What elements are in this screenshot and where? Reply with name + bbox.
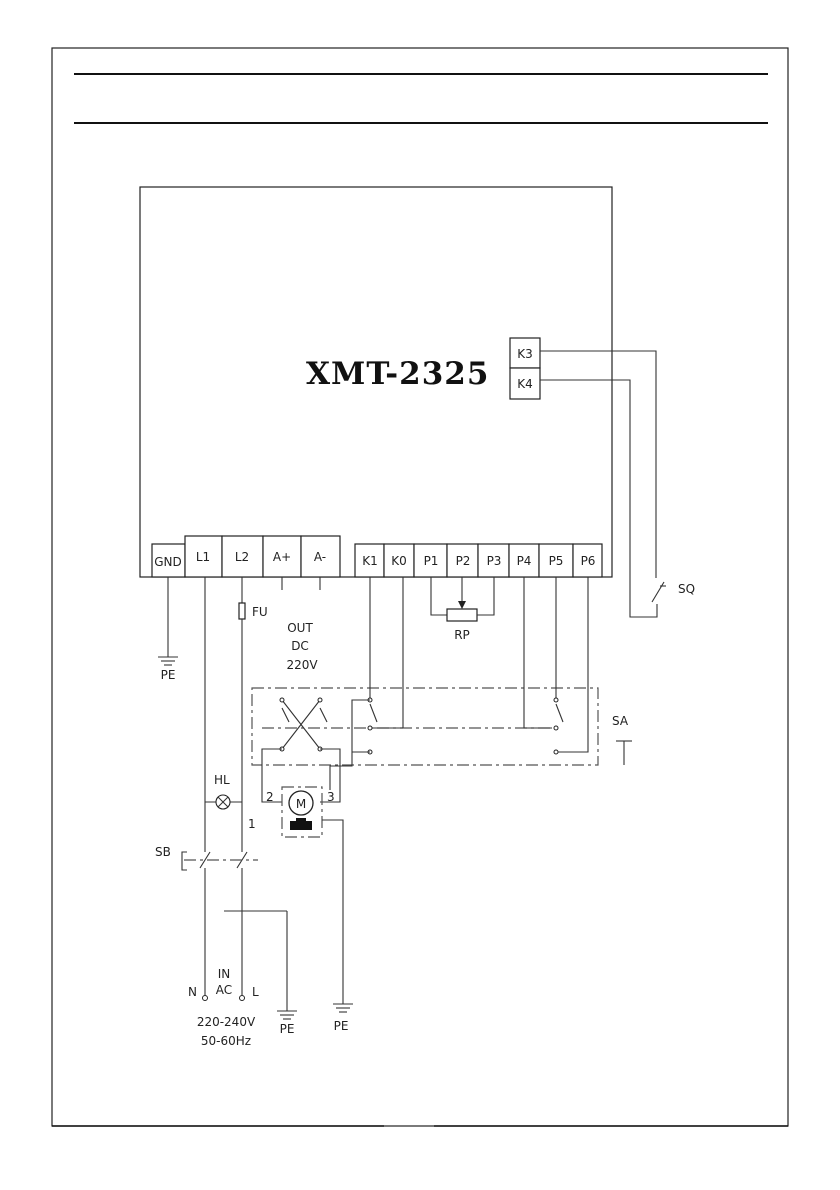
controller-model: XMT-2325 bbox=[306, 356, 489, 392]
terminal-k1: K1 bbox=[362, 554, 378, 568]
terminal-k0: K0 bbox=[391, 554, 407, 568]
fuse-symbol bbox=[239, 603, 245, 619]
terminal-p4: P4 bbox=[517, 554, 532, 568]
fuse-label: FU bbox=[252, 605, 268, 619]
terminal-a-minus: A- bbox=[314, 550, 326, 564]
terminal-p1: P1 bbox=[424, 554, 439, 568]
earth-label-2: PE bbox=[280, 1022, 295, 1036]
output-label-1: OUT bbox=[287, 621, 313, 635]
motor-symbol bbox=[289, 791, 353, 1012]
push-button bbox=[182, 852, 258, 870]
terminal-k3-label: K3 bbox=[517, 347, 533, 361]
selector-switch-box bbox=[252, 688, 598, 765]
live-label: L bbox=[252, 985, 259, 999]
terminal-gnd: GND bbox=[154, 555, 182, 569]
output-label-3: 220V bbox=[286, 658, 318, 672]
terminal-p5: P5 bbox=[549, 554, 564, 568]
terminal-l2: L2 bbox=[235, 550, 249, 564]
motor-pin-3: 3 bbox=[327, 790, 335, 804]
k-contacts bbox=[330, 577, 403, 790]
potentiometer bbox=[431, 577, 494, 621]
supply-terminals bbox=[203, 911, 298, 1019]
potentiometer-label: RP bbox=[454, 628, 470, 642]
terminal-l1: L1 bbox=[196, 550, 210, 564]
neutral-label: N bbox=[188, 985, 197, 999]
motor-label: M bbox=[296, 797, 306, 811]
input-label-1: IN bbox=[218, 967, 231, 981]
limit-switch-label: SQ bbox=[678, 582, 695, 596]
l2-wiring bbox=[239, 577, 245, 995]
terminal-p2: P2 bbox=[456, 554, 471, 568]
earth-label-3: PE bbox=[334, 1019, 349, 1033]
terminal-k4-label: K4 bbox=[517, 377, 533, 391]
terminal-p3: P3 bbox=[487, 554, 502, 568]
gnd-earth bbox=[158, 577, 178, 665]
motor-pin-2: 2 bbox=[266, 790, 274, 804]
earth-label-1: PE bbox=[161, 668, 176, 682]
terminal-a-plus: A+ bbox=[273, 550, 291, 564]
input-label-2: AC bbox=[216, 983, 232, 997]
p-contacts bbox=[524, 577, 588, 754]
indicator-lamp-label: HL bbox=[214, 773, 230, 787]
terminal-p6: P6 bbox=[581, 554, 596, 568]
output-wiring bbox=[282, 577, 320, 590]
supply-frequency: 50-60Hz bbox=[201, 1034, 251, 1048]
selector-switch-handle bbox=[616, 741, 632, 765]
motor-pin-1: 1 bbox=[248, 817, 256, 831]
push-button-label: SB bbox=[155, 845, 171, 859]
indicator-lamp bbox=[216, 795, 230, 809]
selector-switch-label: SA bbox=[612, 714, 629, 728]
supply-voltage: 220-240V bbox=[197, 1015, 256, 1029]
output-label-2: DC bbox=[291, 639, 309, 653]
